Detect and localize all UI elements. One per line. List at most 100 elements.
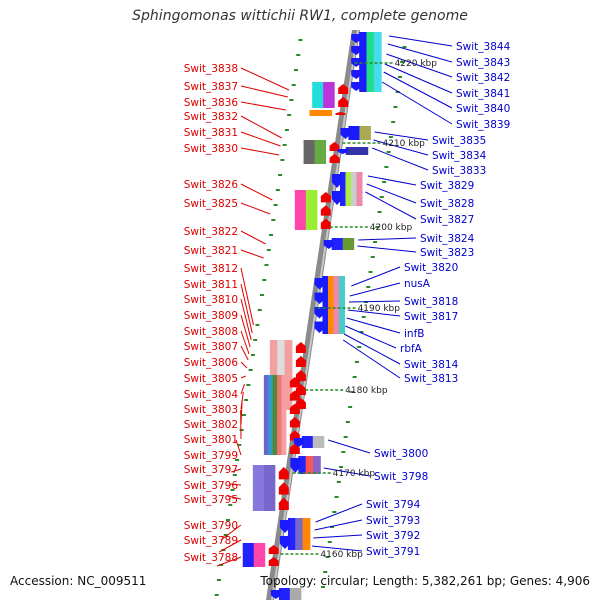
gene-label-left: Swit_3788 <box>184 552 238 564</box>
leader-line-right <box>381 81 453 125</box>
gene-arrow-forward <box>329 142 340 151</box>
gene-arrow-forward <box>335 112 346 115</box>
gene-label-right: Swit_3791 <box>366 546 420 558</box>
gene-block <box>323 82 335 108</box>
gene-block <box>303 140 316 164</box>
gene-block <box>331 238 344 250</box>
gene-label-right: Swit_3841 <box>456 88 510 100</box>
gene-arrow-forward <box>338 84 349 94</box>
leader-line-left <box>240 230 266 245</box>
leader-line-left <box>240 147 280 156</box>
gene-block <box>322 276 329 334</box>
gene-arrow-reverse <box>314 321 325 333</box>
leader-line-right <box>386 53 453 78</box>
gene-block <box>359 32 368 92</box>
gene-block <box>305 190 318 230</box>
gene-label-left: Swit_3821 <box>184 245 238 257</box>
gene-block <box>302 518 311 550</box>
leader-line-right <box>312 545 363 552</box>
gene-arrow-reverse <box>351 34 362 43</box>
leader-line-right <box>347 309 401 317</box>
gene-label-left: Swit_3789 <box>184 535 238 547</box>
gene-label-right: Swit_3834 <box>432 150 487 162</box>
gene-label-right: Swit_3842 <box>456 72 510 84</box>
gene-label-right: Swit_3798 <box>374 471 428 483</box>
gene-label-right: Swit_3829 <box>420 180 474 192</box>
leader-line-left <box>240 131 281 147</box>
gene-block <box>338 276 345 334</box>
gene-arrow-reverse <box>323 240 334 249</box>
gene-label-right: Swit_3820 <box>404 262 458 274</box>
leader-line-left <box>240 67 290 91</box>
gene-label-left: Swit_3832 <box>184 111 238 123</box>
gene-arrow-forward <box>338 97 349 107</box>
leader-line-right <box>383 71 453 109</box>
gene-label-right: Swit_3844 <box>456 41 511 53</box>
leader-line-left <box>231 468 242 473</box>
gene-arrow-reverse <box>279 536 290 549</box>
gene-label-left: Swit_3797 <box>184 464 238 476</box>
gene-block <box>309 110 332 116</box>
leader-line-left <box>240 375 246 379</box>
kbp-label: 4210 kbp <box>382 139 425 149</box>
gene-arrow-forward <box>295 398 306 409</box>
leader-line-right <box>315 503 363 523</box>
gene-label-right: Swit_3843 <box>456 57 510 69</box>
leader-line-left <box>240 314 251 348</box>
leader-line-left <box>240 101 287 111</box>
gene-arrow-reverse <box>337 149 348 154</box>
gene-label-right: Swit_3824 <box>420 233 475 245</box>
gene-block <box>345 172 352 206</box>
gene-arrow-forward <box>289 390 300 401</box>
leader-line-right <box>343 333 401 365</box>
gene-label-right: Swit_3828 <box>420 198 474 210</box>
gene-label-left: Swit_3808 <box>184 326 238 338</box>
gene-block <box>339 172 346 206</box>
leader-line-left <box>240 283 253 334</box>
leader-line-right <box>387 43 453 63</box>
gene-label-left: Swit_3810 <box>184 294 238 306</box>
gene-block <box>312 436 325 448</box>
gene-block <box>312 82 324 108</box>
gene-block <box>359 126 371 140</box>
gene-block <box>277 375 282 455</box>
gene-label-left: Swit_3790 <box>184 520 238 532</box>
gene-arrow-forward <box>289 443 300 454</box>
leader-line-left <box>240 249 264 259</box>
gene-label-right: Swit_3792 <box>366 530 420 542</box>
leader-line-right <box>365 191 417 220</box>
gene-block <box>356 172 363 206</box>
gene-block <box>301 436 314 448</box>
leader-line-right <box>323 467 371 477</box>
gene-label-left: Swit_3799 <box>184 450 238 462</box>
gene-label-right: Swit_3839 <box>456 119 510 131</box>
gene-labels: Swit_3838Swit_3837Swit_3836Swit_3832Swit… <box>184 41 511 564</box>
gene-block <box>253 543 266 567</box>
gene-arrow-reverse <box>314 278 325 290</box>
gene-label-left: Swit_3805 <box>184 373 238 385</box>
gene-arrow-reverse <box>351 82 362 91</box>
gene-arrow-forward <box>268 545 279 554</box>
gene-arrow-reverse <box>331 191 342 205</box>
gene-block <box>327 276 334 334</box>
gene-label-right: Swit_3800 <box>374 448 428 460</box>
gene-arrow-reverse <box>293 438 304 447</box>
gene-block <box>298 456 307 474</box>
leader-line-left <box>240 85 288 98</box>
gene-label-right: Swit_3833 <box>432 165 486 177</box>
leader-line-left <box>240 298 252 341</box>
gene-block <box>314 140 327 164</box>
gene-block <box>294 190 307 230</box>
gene-arrow-forward <box>320 205 331 216</box>
gene-arrow-forward <box>268 557 279 566</box>
gene-label-left: Swit_3802 <box>184 419 238 431</box>
gene-block <box>342 238 355 250</box>
leader-lines <box>216 35 453 567</box>
gene-block <box>295 518 304 550</box>
leader-line-right <box>367 175 417 186</box>
leader-line-left <box>240 202 271 215</box>
gene-label-left: Swit_3831 <box>184 127 238 139</box>
leader-line-right <box>342 339 401 379</box>
gene-label-right: rbfA <box>400 343 423 355</box>
